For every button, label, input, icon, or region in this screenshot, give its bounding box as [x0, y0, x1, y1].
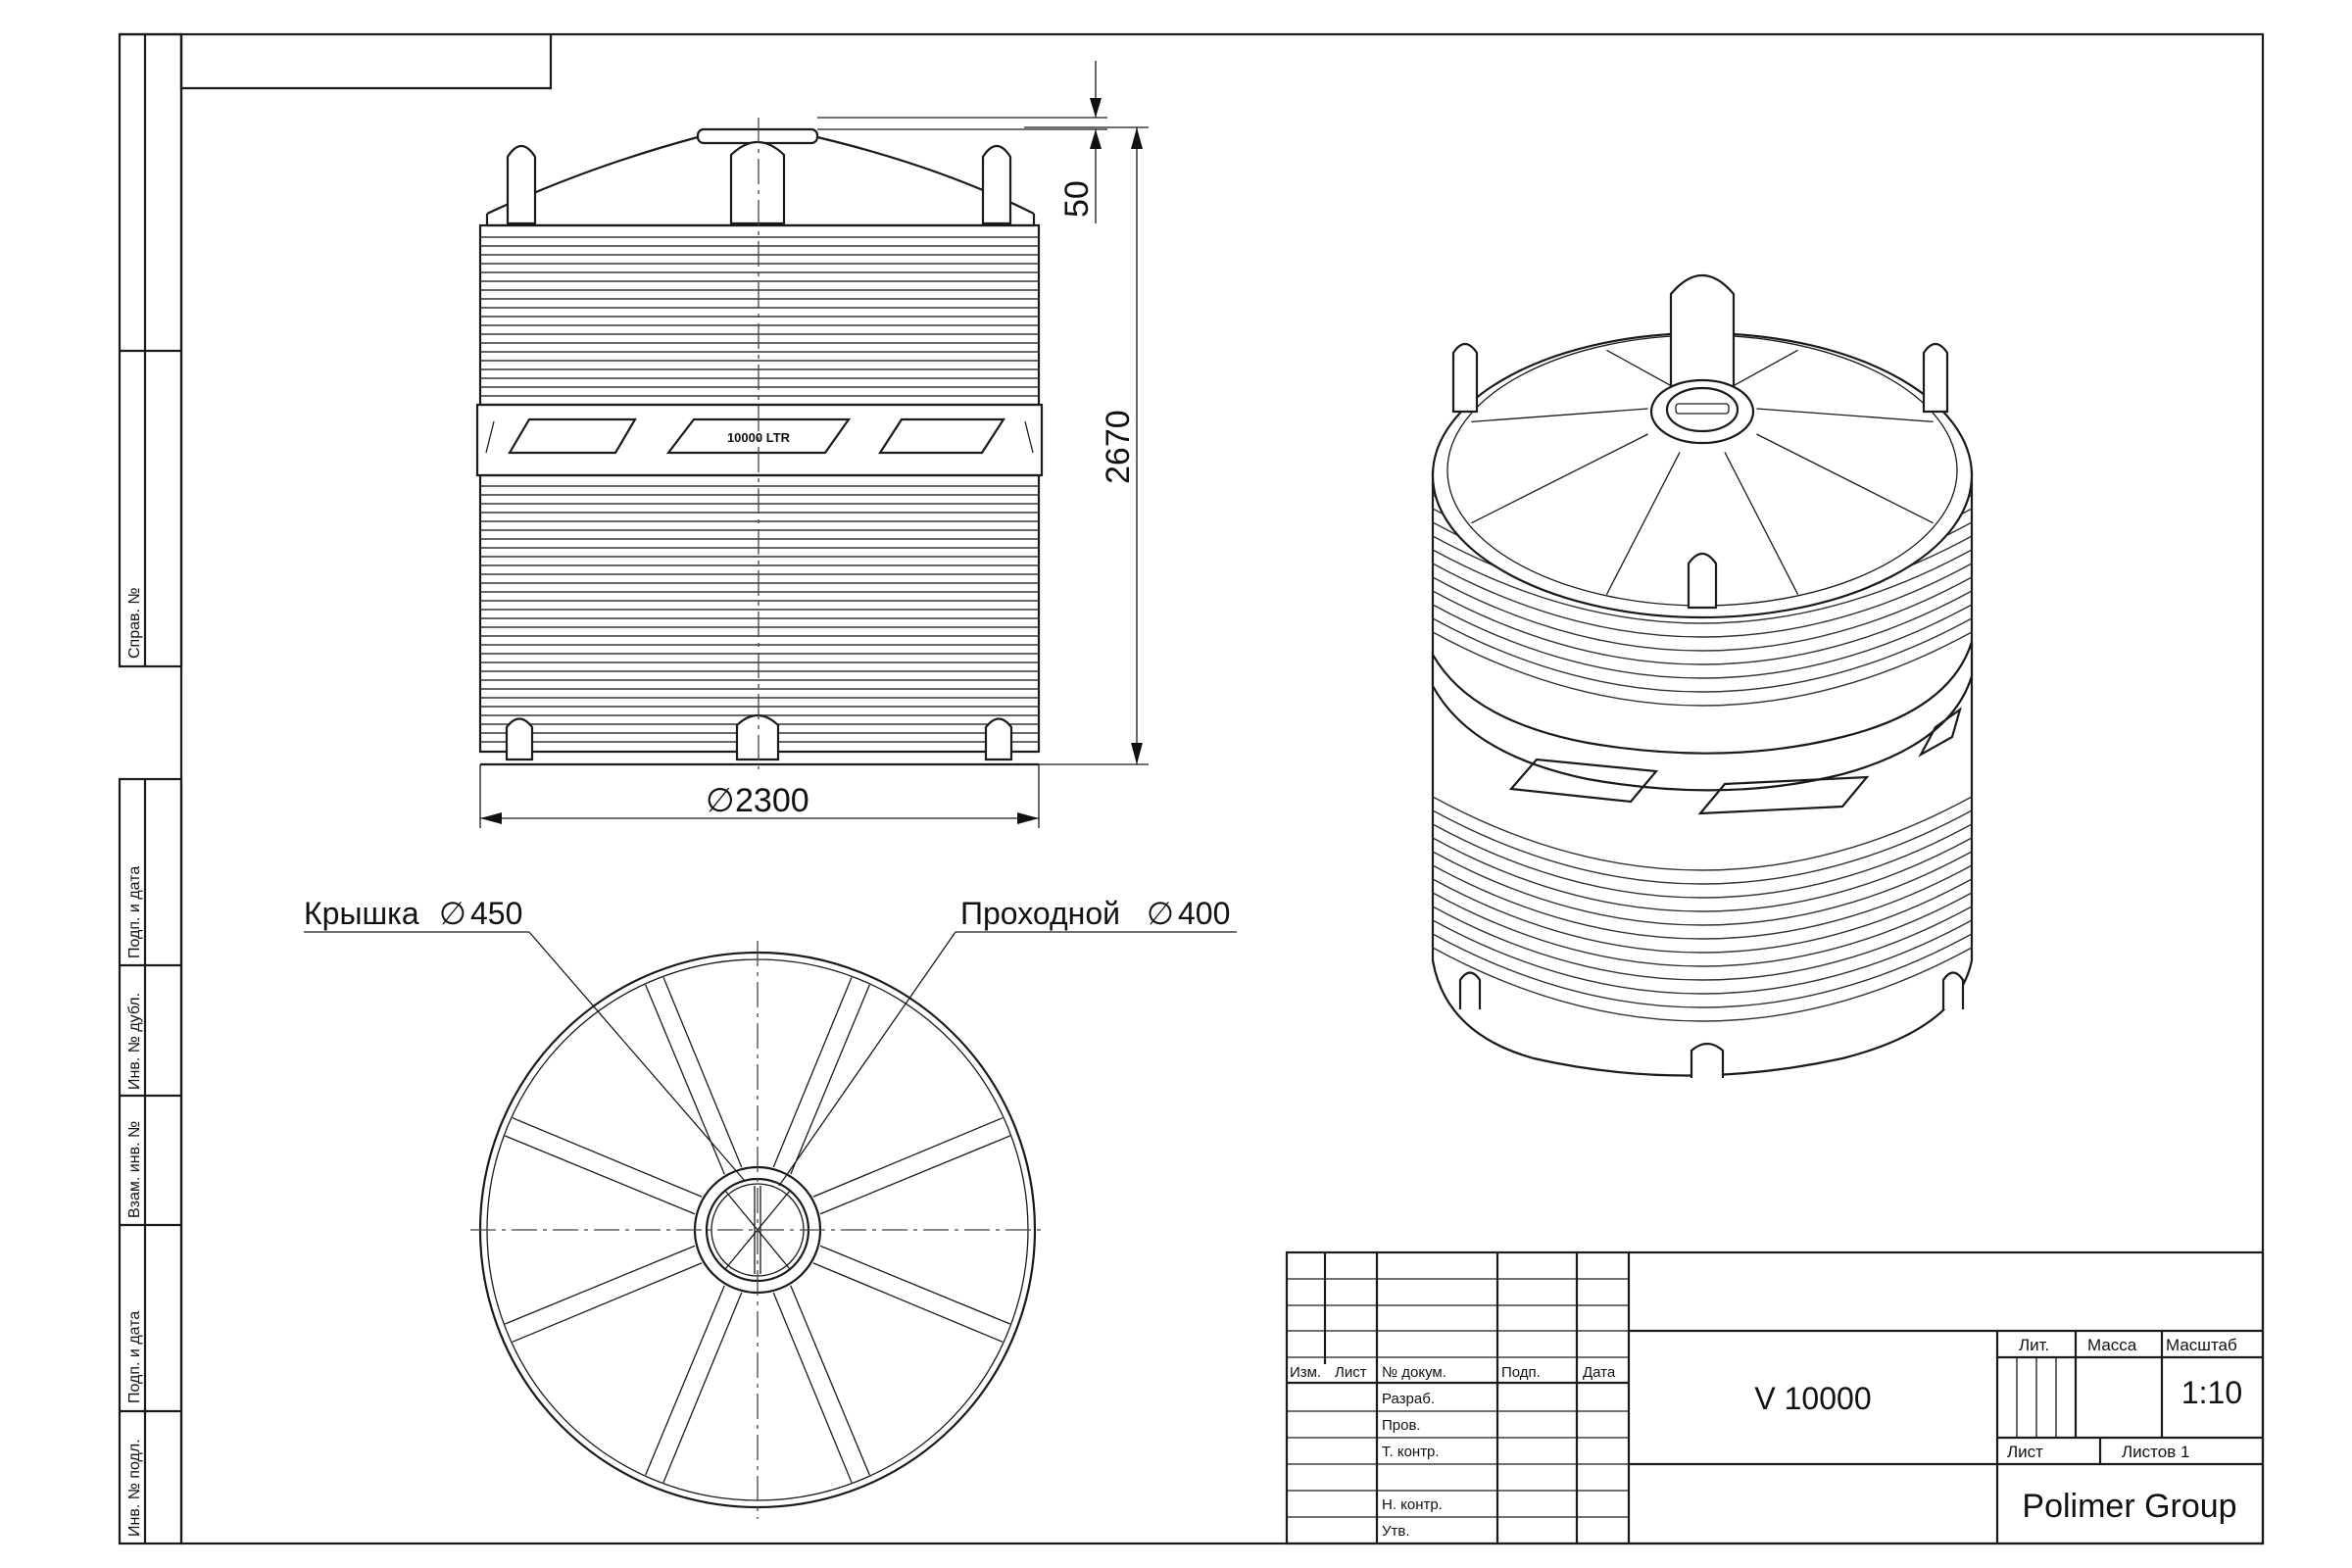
- iso-spoke: [1471, 408, 1648, 422]
- diameter-value: 2300: [735, 782, 809, 819]
- iso-rib: [1432, 823, 1973, 899]
- title-block: Изм. Лист № докум. Подп. Дата Разраб. Пр…: [1285, 1250, 2265, 1545]
- role-norm-control: Н. контр.: [1382, 1496, 1443, 1513]
- top-spokes: [505, 977, 1010, 1483]
- spoke-edge: [662, 1292, 743, 1483]
- col-header-doc-no: № докум.: [1382, 1364, 1446, 1381]
- col-header-date: Дата: [1583, 1364, 1616, 1381]
- iso-rib: [1432, 809, 1973, 885]
- iso-rib: [1432, 919, 1973, 995]
- col-header-sheet: Лист: [1335, 1364, 1367, 1381]
- iso-spoke: [1724, 349, 1798, 392]
- iso-rib: [1432, 906, 1973, 981]
- spoke-edge: [662, 977, 743, 1168]
- lid-dia-value: 450: [470, 896, 522, 931]
- iso-rib: [1432, 631, 1973, 707]
- sheet-label: Лист: [2007, 1443, 2043, 1461]
- sheets-label: Листов 1: [2122, 1443, 2189, 1461]
- sheet-frame: [120, 32, 2265, 1545]
- iso-rib: [1432, 549, 1973, 624]
- spoke-edge: [512, 1262, 703, 1343]
- lid-dia-symbol: ∅: [439, 896, 466, 931]
- side-stamp-sign-date-1: Подп. и дата: [126, 866, 143, 958]
- top-view: Крышка ∅ 450 Проходной ∅ 400: [304, 896, 1237, 1519]
- spoke-edge: [812, 1262, 1004, 1343]
- iso-spoke: [1606, 349, 1681, 392]
- iso-rib: [1432, 563, 1973, 638]
- side-stamp-repl-inv: Взам. инв. №: [126, 1121, 143, 1218]
- diameter-symbol: ∅: [706, 782, 735, 819]
- side-stamp: Справ. № Подп. и дата Инв. № дубл. Взам.…: [118, 32, 183, 1545]
- iso-rib: [1432, 837, 1973, 912]
- spoke-edge: [772, 977, 853, 1168]
- iso-rib: [1432, 590, 1973, 665]
- role-tech-control: Т. контр.: [1382, 1444, 1440, 1460]
- height-dimension: 2670: [1024, 126, 1149, 765]
- lit-header: Лит.: [2019, 1336, 2049, 1354]
- role-developer: Разраб.: [1382, 1391, 1435, 1407]
- drawing-title: V 10000: [1754, 1381, 1871, 1416]
- spoke-edge: [512, 1117, 703, 1198]
- scale-header: Масштаб: [2166, 1336, 2237, 1354]
- iso-spokes: [1471, 349, 1934, 596]
- front-view: 10000 LTR 2670 50: [475, 61, 1149, 828]
- height-value: 2670: [1100, 410, 1137, 484]
- iso-rib: [1432, 604, 1973, 679]
- iso-rib: [1432, 864, 1973, 940]
- col-header-sign: Подп.: [1501, 1364, 1541, 1381]
- iso-rib: [1432, 617, 1973, 693]
- spoke-edge: [505, 1135, 696, 1215]
- scale-value: 1:10: [2181, 1375, 2242, 1410]
- iso-spoke: [1605, 452, 1681, 596]
- spoke-edge: [812, 1117, 1004, 1198]
- role-approved: Утв.: [1382, 1523, 1410, 1540]
- side-stamp-ref: Справ. №: [126, 587, 143, 659]
- lid-callout: Крышка: [304, 896, 419, 931]
- iso-rib: [1432, 576, 1973, 652]
- spoke-edge: [772, 1292, 853, 1483]
- iso-rib: [1432, 796, 1973, 871]
- manhole-dia-value: 400: [1178, 896, 1230, 931]
- spoke-edge: [505, 1245, 696, 1325]
- lower-ribs: [480, 485, 1039, 743]
- spoke-edge: [790, 1285, 870, 1476]
- iso-spoke: [1724, 452, 1799, 596]
- role-checker: Пров.: [1382, 1417, 1421, 1434]
- spoke-edge: [819, 1135, 1010, 1215]
- spoke-edge: [790, 984, 870, 1175]
- iso-spoke: [1471, 433, 1648, 524]
- mass-header: Масса: [2087, 1336, 2137, 1354]
- iso-rib: [1432, 878, 1973, 954]
- iso-rib: [1432, 892, 1973, 967]
- iso-rib: [1432, 947, 1973, 1022]
- col-header-change: Изм.: [1290, 1364, 1321, 1381]
- diameter-dimension: ∅ 2300: [479, 764, 1040, 828]
- company-name: Polimer Group: [2022, 1488, 2236, 1525]
- side-stamp-dup-inv: Инв. № дубл.: [126, 993, 143, 1090]
- manhole-callout: Проходной: [960, 896, 1120, 931]
- isometric-view: [1431, 273, 1974, 1078]
- top-offset-dimension: 50: [817, 61, 1107, 223]
- upper-ribs: [480, 236, 1039, 397]
- manhole-dia-symbol: ∅: [1147, 896, 1174, 931]
- iso-rib: [1432, 851, 1973, 926]
- top-offset-value: 50: [1058, 180, 1096, 218]
- spoke-edge: [819, 1245, 1010, 1325]
- side-stamp-sign-date-2: Подп. и дата: [126, 1311, 143, 1403]
- spoke-edge: [645, 1285, 725, 1476]
- iso-spoke: [1756, 408, 1934, 422]
- iso-rib: [1432, 933, 1973, 1008]
- iso-spoke: [1756, 433, 1934, 524]
- side-stamp-orig-inv: Инв. № подл.: [126, 1439, 143, 1537]
- title-block-rows: [1287, 1278, 1629, 1518]
